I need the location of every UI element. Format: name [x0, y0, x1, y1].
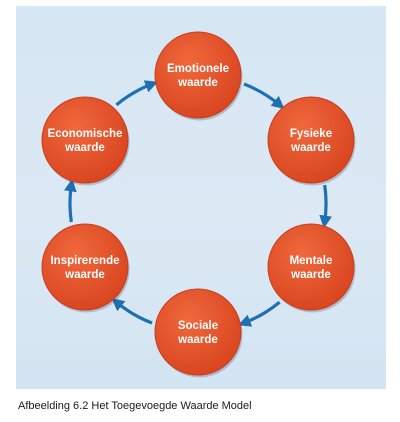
node-sociale: Sociale waarde [154, 288, 243, 378]
node-mentale: Mentale waarde [267, 223, 356, 313]
figure-caption: Afbeelding 6.2 Het Toegevoegde Waarde Mo… [18, 400, 252, 412]
node-fysieke-label-line-1: Fysieke [290, 128, 332, 140]
node-economische-label-line-1: Economische [48, 128, 123, 140]
node-mentale-label-line-1: Mentale [290, 255, 333, 267]
node-sociale-label-line-1: Sociale [178, 320, 218, 332]
arrow-mentale-to-sociale [238, 300, 281, 327]
node-emotionele-label-line-2: waarde [177, 77, 218, 89]
node-fysieke-circle [267, 96, 355, 184]
node-emotionele-label-line-1: Emotionele [167, 63, 229, 75]
node-fysieke: Fysieke waarde [267, 96, 356, 186]
arrow-fysieke-to-mentale [319, 184, 332, 229]
node-economische: Economische waarde [41, 96, 130, 186]
node-emotionele: Emotionele waarde [154, 31, 243, 121]
node-inspirerende: Inspirerende waarde [41, 223, 130, 313]
node-mentale-label-line-2: waarde [290, 269, 331, 281]
node-inspirerende-label-line-2: waarde [64, 269, 105, 281]
node-emotionele-circle [154, 31, 242, 119]
arrow-economische-to-emotionele [115, 80, 158, 107]
arrow-sociale-to-inspirerende [111, 298, 153, 325]
node-sociale-circle [154, 288, 242, 376]
node-sociale-label-line-2: waarde [177, 334, 218, 346]
node-fysieke-label-line-2: waarde [290, 142, 331, 154]
node-inspirerende-label-line-1: Inspirerende [50, 255, 119, 267]
node-economische-circle [41, 96, 129, 184]
arrow-inspirerende-to-economische [64, 178, 77, 223]
arrow-emotionele-to-fysieke [243, 82, 285, 109]
node-mentale-circle [267, 223, 355, 311]
node-economische-label-line-2: waarde [64, 142, 105, 154]
node-inspirerende-circle [41, 223, 129, 311]
